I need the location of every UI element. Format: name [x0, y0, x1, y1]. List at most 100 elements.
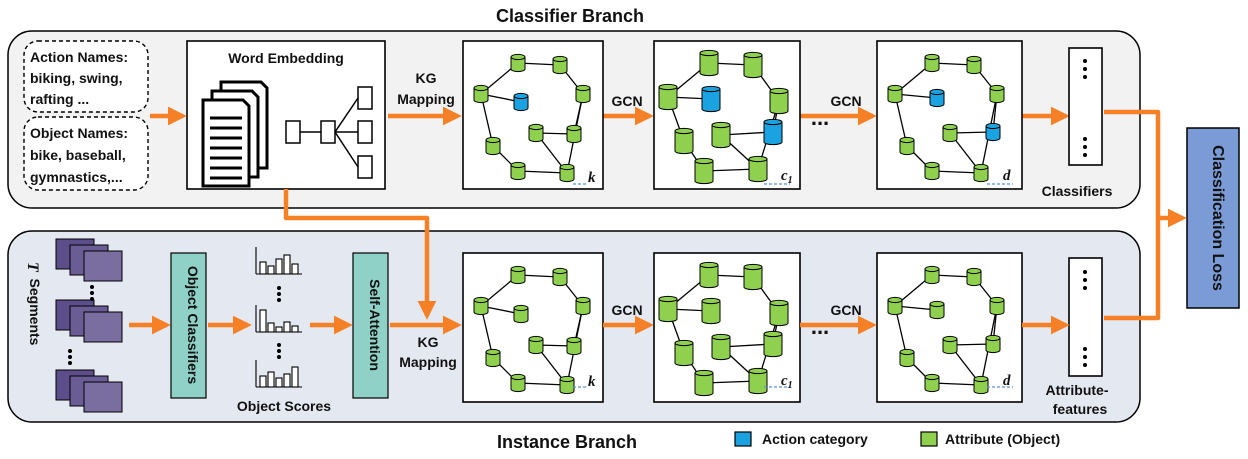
attribute-node — [924, 373, 940, 393]
legend-attribute-swatch — [920, 431, 938, 447]
action-node — [701, 85, 721, 113]
object-score-histograms — [255, 247, 302, 388]
attribute-node — [924, 161, 940, 181]
graph-nodes-layer — [473, 49, 1093, 397]
object-names-box — [23, 116, 149, 191]
instance-ellipsis: ... — [811, 314, 829, 339]
attribute-node — [658, 83, 678, 111]
attribute-node — [566, 336, 582, 356]
action-names-line-3: rafting ... — [30, 91, 89, 107]
classifier-kg-label-2: Mapping — [397, 91, 455, 107]
attribute-node — [701, 297, 721, 325]
classifiers-column-dots — [1083, 59, 1087, 157]
attribute-node — [510, 373, 526, 393]
attribute-node — [674, 127, 694, 155]
attribute-node — [711, 121, 731, 149]
classifier-gcn-label-2: GCN — [830, 93, 861, 109]
action-node — [513, 92, 529, 112]
attribute-node — [942, 335, 958, 355]
attribute-node — [674, 339, 694, 367]
instance-graph-1 — [473, 265, 591, 395]
classifier-graph-3-label: d — [1003, 168, 1011, 184]
segments-symbol: T — [24, 262, 41, 273]
attribute-node — [658, 295, 678, 323]
classifier-graph-3 — [887, 53, 1013, 185]
document-stack-icon — [201, 80, 269, 188]
attribute-node — [485, 136, 501, 156]
attribute-node — [559, 375, 575, 395]
classifier-kg-label-1: KG — [416, 70, 437, 86]
graph-edge — [517, 170, 568, 174]
instance-kg-label-2: Mapping — [399, 354, 457, 370]
attribute-node — [575, 84, 591, 104]
attribute-node — [966, 267, 982, 287]
attribute-node — [559, 163, 575, 183]
attribute-node — [552, 267, 568, 287]
classifier-ellipsis: ... — [811, 105, 829, 130]
merge-arrows — [1104, 109, 1187, 321]
action-node — [985, 122, 1001, 142]
attribute-node — [989, 296, 1005, 316]
classification-loss-label: Classification Loss — [1209, 145, 1226, 291]
attribute-node — [748, 155, 768, 183]
attribute-node — [966, 55, 982, 75]
attribute-node — [510, 161, 526, 181]
legend-action-label: Action category — [762, 431, 868, 447]
attribute-node — [473, 296, 489, 316]
object-scores-label: Object Scores — [237, 398, 331, 414]
attribute-node — [973, 163, 989, 183]
classification-loss-box — [1186, 127, 1240, 309]
self-attention-box — [352, 252, 389, 399]
attribute-features-label-1: Attribute- — [1046, 382, 1109, 398]
classifier-graph-2-label-main: c — [781, 168, 788, 184]
action-names-line-1: Action Names: — [30, 49, 128, 65]
instance-arrows — [129, 189, 1070, 335]
attribute-node — [924, 265, 940, 285]
attribute-features-label-2: features — [1053, 401, 1108, 417]
attribute-node — [769, 87, 789, 115]
self-attention-label: Self-Attention — [367, 279, 383, 371]
instance-gcn-label-2: GCN — [830, 302, 861, 318]
attribute-node — [763, 330, 783, 358]
attribute-node — [748, 367, 768, 395]
object-names-line-2: bike, baseball, — [30, 147, 126, 163]
attribute-node — [510, 53, 526, 73]
attribute-node — [973, 375, 989, 395]
classifier-graph-1-label: k — [588, 170, 596, 186]
attribute-node — [899, 348, 915, 368]
legend-attribute-label: Attribute (Object) — [945, 431, 1060, 447]
attribute-node — [942, 123, 958, 143]
instance-graph-3-label: d — [1003, 373, 1011, 389]
instance-graph-2-label-main: c — [781, 373, 788, 389]
attribute-node — [899, 136, 915, 156]
classifier-graph-3-box — [876, 40, 1023, 190]
attribute-node — [513, 304, 529, 324]
graph-edge — [931, 170, 982, 174]
instance-graph-3 — [887, 265, 1013, 395]
attribute-node — [473, 84, 489, 104]
object-names-line-3: gymnastics,... — [30, 169, 123, 185]
attribute-node — [485, 348, 501, 368]
attribute-node — [510, 265, 526, 285]
instance-graph-1-label: k — [588, 374, 596, 390]
attribute-node — [743, 51, 763, 79]
legend-action-swatch — [734, 431, 752, 447]
attribute-node — [694, 157, 714, 185]
classifiers-label: Classifiers — [1042, 183, 1113, 199]
graph-edge — [931, 382, 982, 386]
graph-edge — [517, 382, 568, 386]
neural-network-icon — [285, 86, 373, 179]
attribute-node — [769, 299, 789, 327]
object-names-line-1: Object Names: — [30, 125, 128, 141]
attribute-node — [929, 300, 945, 320]
classifier-graph-2-label: c1 — [781, 168, 793, 186]
classifier-branch-title: Classifier Branch — [496, 6, 644, 26]
attribute-node — [528, 123, 544, 143]
attribute-node — [711, 333, 731, 361]
instance-graph-2-label-sub: 1 — [788, 380, 793, 391]
attribute-node — [575, 296, 591, 316]
attribute-node — [552, 55, 568, 75]
attribute-node — [887, 84, 903, 104]
histogram-ellipsis-dots — [277, 286, 281, 359]
